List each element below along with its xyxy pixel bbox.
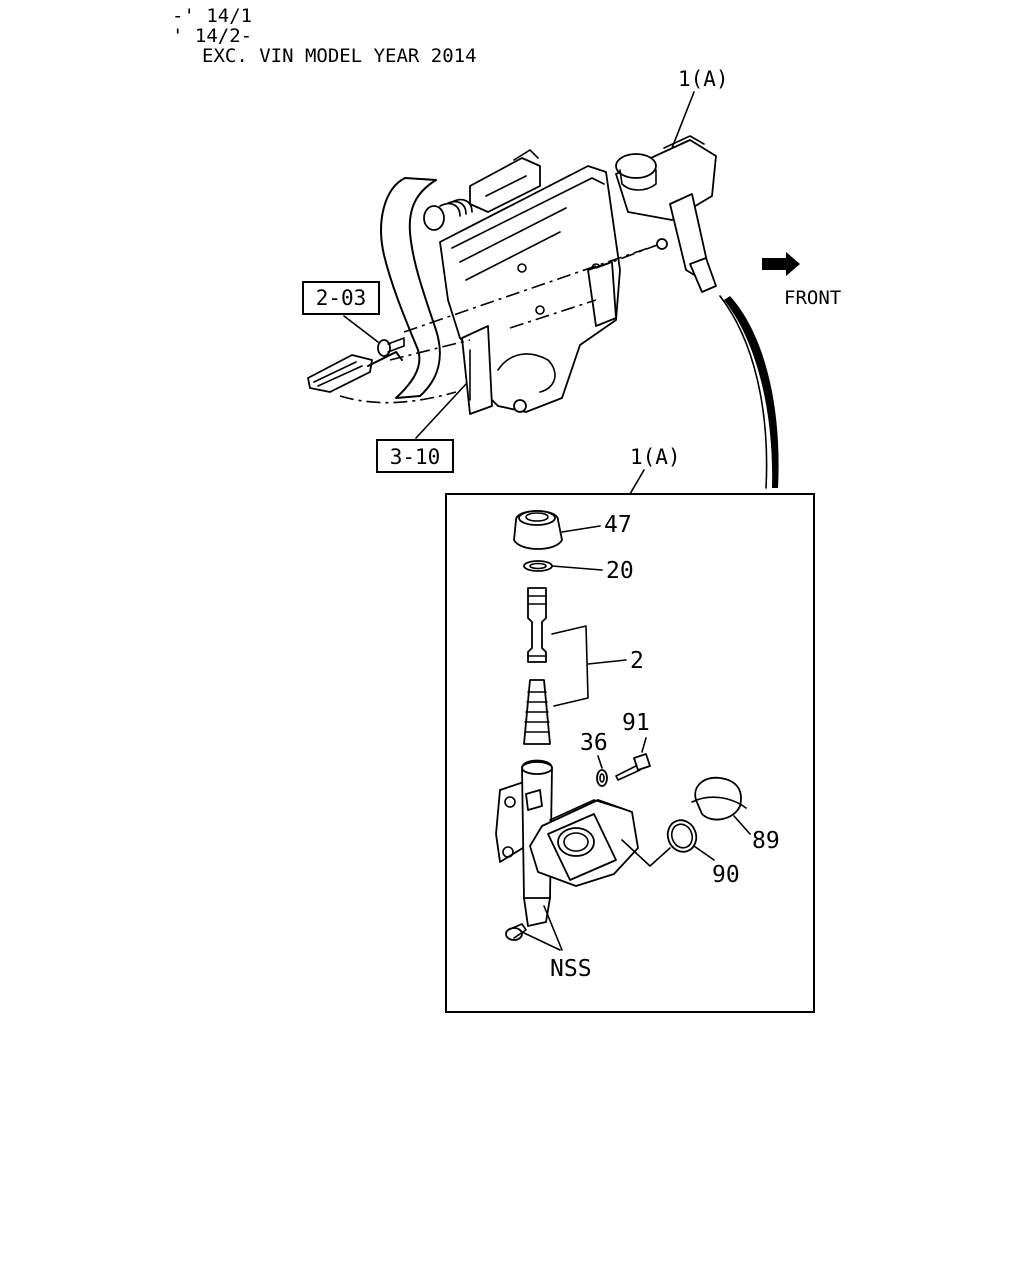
- bracket-flange: [461, 325, 493, 415]
- detail-box: [445, 493, 815, 1013]
- ref-label-3-10: 3-10: [390, 445, 441, 469]
- ref-box-2-03: 2-03: [302, 281, 380, 343]
- ref-box-3-10: 3-10: [376, 383, 467, 473]
- pedal-arm: [380, 177, 441, 399]
- part-label-90: 90: [712, 862, 740, 888]
- master-cylinder-upper: [615, 135, 717, 293]
- nss-leaders: [521, 905, 563, 951]
- detail-link-arrow: [724, 296, 779, 488]
- part-label-2: 2: [630, 648, 644, 674]
- part-91-bolt: [615, 753, 651, 781]
- pivot-spring: [423, 198, 473, 231]
- part-47-dust-cap: [513, 510, 563, 550]
- part-2-bracket: [551, 625, 627, 707]
- part-20-snap-ring: [523, 560, 553, 572]
- part-89-reservoir-cap: [691, 776, 747, 821]
- part-label-20: 20: [606, 558, 634, 584]
- part-2-pushrod-piston: [523, 587, 551, 745]
- part-90-o-ring: [666, 819, 698, 853]
- nss-plug: [505, 923, 527, 941]
- master-cylinder-body: [495, 759, 639, 941]
- header-line-1: -' 14/1: [172, 5, 252, 27]
- ref-label-2-03: 2-03: [316, 286, 367, 310]
- assembly-callout-top: 1(A): [678, 67, 729, 91]
- part-label-47: 47: [604, 512, 632, 538]
- part-36-washer: [596, 769, 608, 787]
- part-label-36: 36: [580, 730, 608, 756]
- front-label: FRONT: [784, 287, 841, 309]
- part-label-nss: NSS: [550, 956, 592, 982]
- header-line-3: EXC. VIN MODEL YEAR 2014: [202, 45, 477, 67]
- pedal-bracket-assembly: [307, 149, 661, 415]
- part-label-91: 91: [622, 710, 650, 736]
- center-line-b: [389, 339, 471, 361]
- front-direction-arrow: [762, 252, 800, 276]
- header-line-2: ' 14/2-: [172, 25, 252, 47]
- detail-callout-title: 1(A): [630, 445, 681, 469]
- part-label-89: 89: [752, 828, 780, 854]
- center-line-a: [403, 243, 661, 333]
- pedal-bolt: [377, 337, 405, 357]
- assembly-leader-top: [671, 91, 695, 149]
